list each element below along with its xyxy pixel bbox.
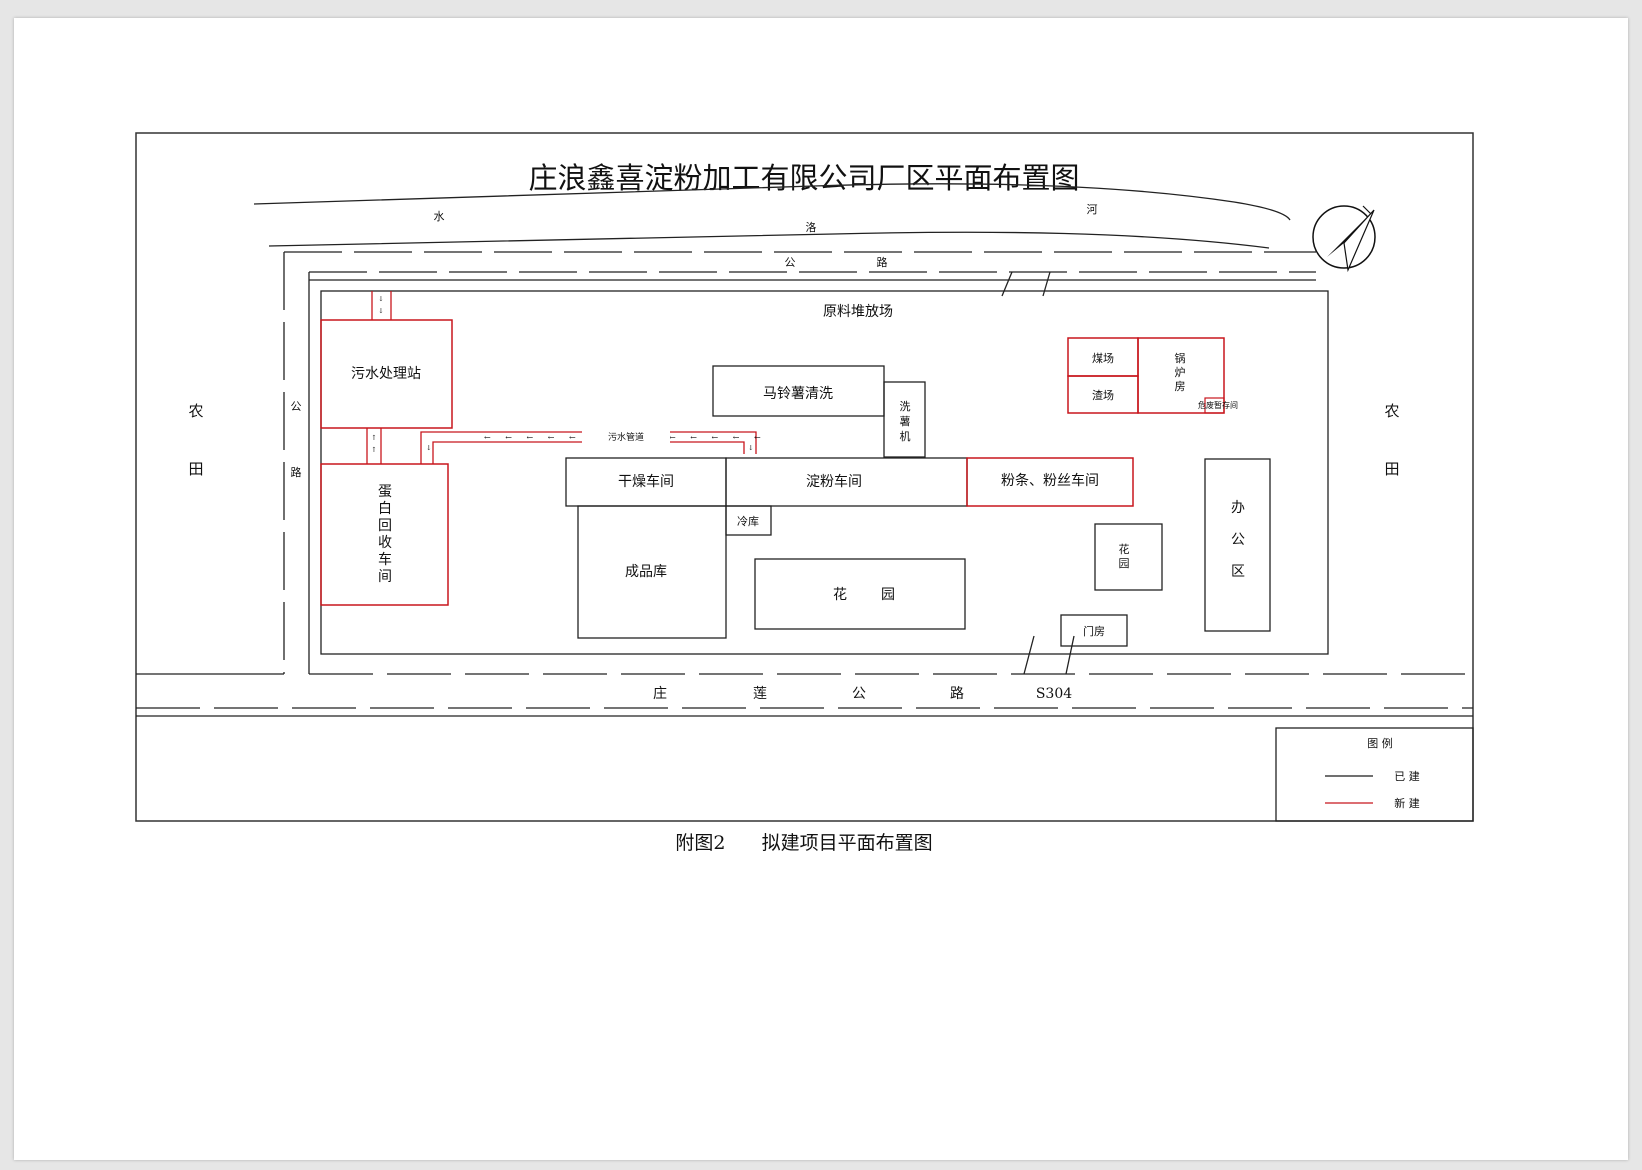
site-plan-diagram: 庄浪鑫喜淀粉加工有限公司厂区平面布置图 水 洛 河 公 路 公 路 庄 莲 公 … [135, 132, 1474, 854]
sewage-station: 污水处理站 [320, 319, 453, 429]
south-road-label-4: 路 [950, 686, 964, 702]
svg-text:↓: ↓ [748, 444, 754, 452]
plan-title: 庄浪鑫喜淀粉加工有限公司厂区平面布置图 [528, 161, 1079, 195]
river-label-3: 河 [1087, 203, 1098, 216]
farmland-east-2: 田 [1384, 460, 1399, 478]
drying-workshop-label: 干燥车间 [618, 473, 674, 490]
starch-workshop: 淀粉车间 [725, 457, 968, 507]
svg-text:↑: ↑ [371, 434, 377, 442]
coal-yard: 煤场 [1067, 337, 1139, 377]
north-gate-left [1001, 271, 1013, 297]
garden-small-char-1: 花 [1119, 543, 1130, 556]
west-road-label-1: 公 [291, 400, 302, 413]
potato-washer-machine: 洗 薯 机 [883, 381, 926, 458]
document-page: 庄浪鑫喜淀粉加工有限公司厂区平面布置图 水 洛 河 公 路 公 路 庄 莲 公 … [14, 18, 1628, 1160]
drying-workshop: 干燥车间 [565, 457, 727, 507]
protein-workshop-char-6: 间 [378, 569, 392, 585]
legend-built-label: 已 建 [1394, 769, 1420, 783]
boiler-char-1: 锅 [1175, 352, 1186, 365]
svg-text:↓: ↓ [426, 444, 432, 452]
protein-workshop-char-2: 白 [378, 501, 392, 517]
office-char-2: 公 [1231, 532, 1245, 548]
south-road-label-3: 公 [852, 686, 866, 702]
north-road-label-2: 路 [877, 256, 888, 269]
svg-text:← ← ← ← ← ← ← ←: ← ← ← ← ← ← ← ← [484, 433, 645, 442]
svg-text:← ← ← ← ←: ← ← ← ← ← [669, 433, 767, 442]
svg-text:↑: ↑ [371, 446, 377, 454]
south-road-label-5: S304 [1036, 686, 1072, 702]
potato-washing-building: 马铃薯清洗 [712, 365, 885, 417]
sewage-pipeline: ← ← ← ← ← ← ← ← ← ← ← ← ← ↓ ↓ 污水管道 [420, 429, 767, 464]
north-arrow-icon [1312, 205, 1376, 273]
svg-text:↓: ↓ [378, 307, 384, 315]
sewage-pipeline-label: 污水管道 [608, 431, 644, 443]
drawing-frame [135, 132, 1474, 822]
gatehouse: 门房 [1060, 614, 1128, 647]
river-label-2: 洛 [806, 220, 817, 234]
river-bank-north [253, 183, 1291, 221]
sewage-link-pipe: ↑ ↑ [366, 428, 382, 464]
south-gate-right [1065, 635, 1075, 675]
finished-product-label: 成品库 [625, 564, 667, 580]
protein-recovery-workshop: 蛋 白 回 收 车 间 [320, 463, 449, 606]
garden-small: 花 园 [1094, 523, 1163, 591]
svg-text:↓: ↓ [378, 295, 384, 303]
garden-small-char-2: 园 [1119, 557, 1130, 570]
farmland-west-2: 田 [188, 460, 203, 478]
starch-workshop-label: 淀粉车间 [806, 473, 862, 490]
hazardous-waste-store: 危废暂存间 [1198, 397, 1238, 414]
protein-workshop-char-5: 车 [378, 551, 392, 568]
south-road-label-1: 庄 [653, 685, 667, 702]
hazardous-waste-label: 危废暂存间 [1198, 400, 1238, 410]
slag-yard: 渣场 [1067, 375, 1139, 414]
gatehouse-label: 门房 [1083, 624, 1105, 638]
boiler-char-2: 炉 [1175, 366, 1186, 379]
sewage-station-label: 污水处理站 [351, 366, 421, 382]
garden-main-char-2: 园 [881, 587, 895, 603]
legend-title: 图 例 [1367, 736, 1393, 750]
protein-workshop-char-3: 回 [378, 518, 392, 534]
potato-washing-label: 马铃薯清洗 [763, 386, 833, 402]
garden-main-char-1: 花 [833, 587, 847, 603]
washer-char-1: 洗 [900, 400, 911, 413]
washer-char-2: 薯 [900, 415, 911, 428]
office-area: 办 公 区 [1204, 458, 1271, 632]
office-char-3: 区 [1231, 564, 1245, 580]
north-road-label-1: 公 [785, 256, 796, 269]
boiler-char-3: 房 [1175, 380, 1186, 393]
legend-new-label: 新 建 [1394, 796, 1420, 810]
garden-main: 花 园 [754, 558, 966, 630]
north-gate-right [1042, 271, 1051, 297]
raw-material-yard-label: 原料堆放场 [823, 304, 893, 320]
coal-yard-label: 煤场 [1092, 351, 1114, 365]
plant-boundary [320, 290, 1329, 655]
farmland-east-1: 农 [1384, 402, 1399, 420]
legend: 图 例 已 建 新 建 [1275, 727, 1474, 822]
south-gate-left [1023, 635, 1035, 675]
farmland-west-1: 农 [188, 402, 203, 420]
noodle-workshop: 粉条、粉丝车间 [966, 457, 1134, 507]
cold-storage-label: 冷库 [737, 515, 759, 528]
finished-product-store: 成品库 [577, 505, 727, 639]
boiler-house: 锅 炉 房 [1137, 337, 1225, 414]
washer-char-3: 机 [900, 429, 911, 443]
slag-yard-label: 渣场 [1092, 388, 1114, 402]
protein-workshop-char-4: 收 [378, 535, 392, 551]
noodle-workshop-label: 粉条、粉丝车间 [1001, 472, 1099, 489]
river-bank-south [268, 231, 1270, 249]
office-char-1: 办 [1231, 500, 1245, 516]
south-road-label-2: 莲 [753, 686, 767, 702]
cold-storage: 冷库 [725, 505, 772, 536]
protein-workshop-char-1: 蛋 [378, 484, 392, 500]
west-road-label-2: 路 [291, 466, 302, 479]
figure-caption: 附图2 拟建项目平面布置图 [675, 832, 932, 854]
sewage-inlet-pipe: ↓ ↓ [371, 291, 392, 320]
river-label-1: 水 [434, 210, 445, 223]
